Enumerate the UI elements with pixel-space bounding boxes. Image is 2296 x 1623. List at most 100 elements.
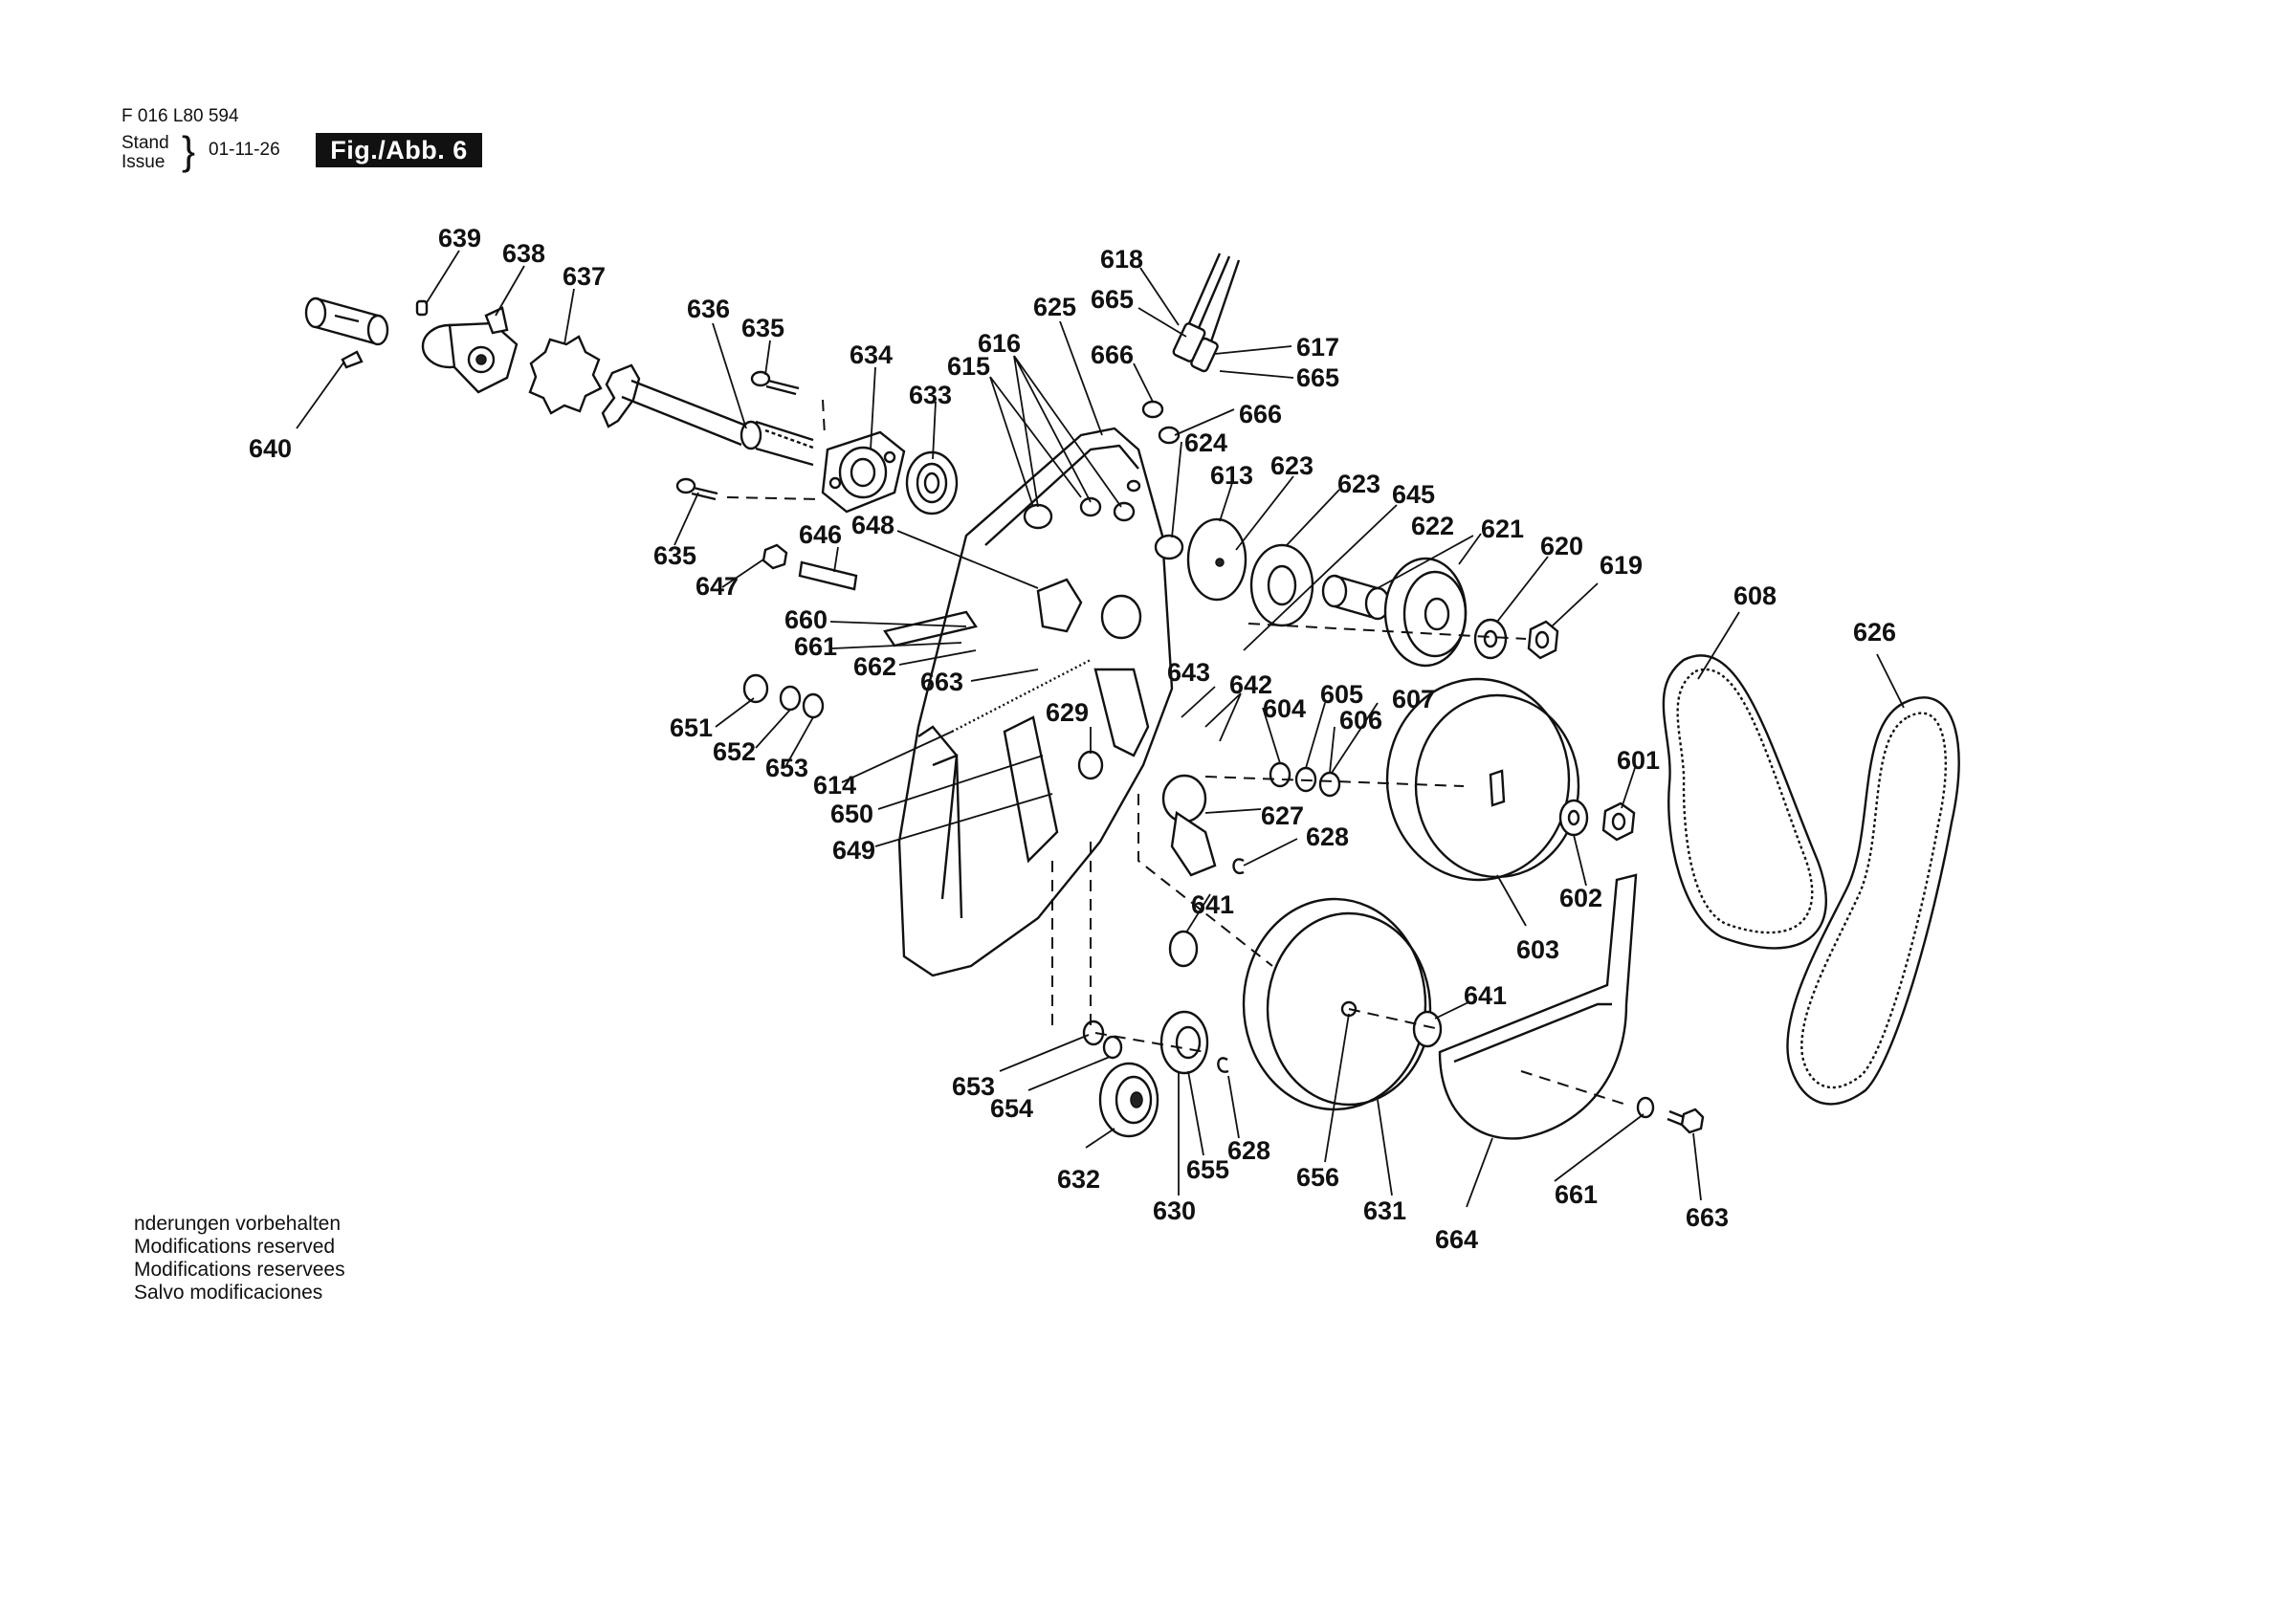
callout-606: 606 — [1339, 706, 1382, 735]
part-654 — [1102, 1035, 1123, 1060]
part-640 — [304, 296, 389, 369]
part-621 — [1383, 557, 1468, 668]
callout-623a: 623 — [1270, 451, 1314, 480]
callout-648: 648 — [851, 511, 894, 539]
callout-601: 601 — [1617, 746, 1660, 775]
callout-635a: 635 — [741, 314, 784, 342]
part-626 — [1786, 696, 1960, 1106]
callout-639: 639 — [438, 224, 481, 252]
callout-638: 638 — [502, 239, 545, 268]
callout-663a: 663 — [920, 668, 963, 696]
part-lever-643 — [1093, 668, 1150, 757]
part-603 — [1385, 677, 1580, 882]
callout-653a: 653 — [765, 754, 808, 782]
callout-647: 647 — [695, 572, 739, 601]
callout-641a: 641 — [1191, 890, 1234, 919]
part-651 — [742, 673, 769, 704]
note-french: Modifications reservees — [134, 1259, 345, 1281]
callout-641b: 641 — [1464, 981, 1507, 1010]
callout-651: 651 — [670, 713, 713, 742]
callout-664: 664 — [1435, 1225, 1478, 1254]
part-628-lower — [1217, 1057, 1229, 1073]
issue-date: 01-11-26 — [209, 140, 280, 160]
callout-661a: 661 — [794, 632, 837, 661]
part-664 — [1438, 873, 1638, 1140]
main-housing — [897, 427, 1174, 977]
callout-604: 604 — [1263, 694, 1306, 723]
part-602 — [1558, 799, 1589, 837]
callout-628b: 628 — [1227, 1136, 1270, 1165]
callout-618: 618 — [1100, 245, 1143, 274]
part-619 — [1527, 620, 1559, 660]
callout-619: 619 — [1600, 551, 1643, 580]
part-620 — [1473, 618, 1508, 660]
callout-636: 636 — [687, 295, 730, 323]
callout-625: 625 — [1033, 293, 1076, 321]
figure-label: Fig./Abb. 6 — [316, 133, 482, 167]
callout-645: 645 — [1392, 480, 1435, 509]
part-661-lower — [1636, 1096, 1655, 1119]
part-633 — [905, 450, 959, 515]
part-641-upper — [1168, 930, 1199, 968]
note-spanish: Salvo modificaciones — [134, 1282, 323, 1304]
part-641-lower — [1412, 1010, 1443, 1048]
callout-614: 614 — [813, 771, 856, 800]
part-632 — [1098, 1062, 1159, 1138]
part-639 — [415, 299, 429, 317]
callout-603: 603 — [1516, 935, 1559, 964]
callout-613: 613 — [1210, 461, 1253, 490]
callout-650: 650 — [830, 800, 873, 828]
callout-666b: 666 — [1239, 400, 1282, 428]
part-660 — [883, 610, 978, 647]
callout-649: 649 — [832, 836, 875, 865]
part-629 — [1077, 750, 1104, 780]
part-648 — [1036, 578, 1083, 633]
modification-notes: nderungen vorbehalten Modifications rese… — [134, 1213, 345, 1305]
part-628-upper — [1232, 858, 1245, 875]
part-634 — [821, 430, 906, 514]
part-630 — [1159, 1010, 1209, 1075]
callout-666a: 666 — [1091, 340, 1134, 369]
part-drawings — [304, 252, 1960, 1140]
callout-653b: 653 — [952, 1072, 995, 1101]
callout-637: 637 — [563, 262, 606, 291]
part-653-upper — [802, 692, 825, 719]
part-637 — [528, 335, 603, 415]
part-652 — [779, 685, 802, 712]
callout-643: 643 — [1167, 658, 1210, 687]
callout-615: 615 — [947, 352, 990, 381]
callout-628a: 628 — [1306, 822, 1349, 851]
callout-605: 605 — [1320, 680, 1363, 709]
callout-662: 662 — [853, 652, 896, 681]
callout-602: 602 — [1559, 884, 1602, 912]
callout-616: 616 — [978, 329, 1021, 358]
stand-label: Stand — [121, 133, 169, 153]
part-663-lower — [1667, 1108, 1705, 1134]
part-653-lower — [1082, 1020, 1105, 1046]
part-624 — [1154, 534, 1184, 560]
part-645 — [1100, 594, 1142, 640]
callouts: 639 638 637 636 635 634 640 633 616 615 … — [249, 224, 1896, 1254]
issue-label: Issue — [121, 152, 166, 172]
callout-608: 608 — [1733, 581, 1777, 610]
callout-632: 632 — [1057, 1165, 1100, 1194]
callout-656: 656 — [1296, 1163, 1339, 1192]
callout-620: 620 — [1540, 532, 1583, 560]
part-623 — [1249, 543, 1314, 627]
callout-642: 642 — [1229, 670, 1272, 699]
callout-633: 633 — [909, 381, 952, 409]
note-english: Modifications reserved — [134, 1236, 336, 1258]
part-627-arm — [1170, 810, 1217, 877]
callout-665a: 665 — [1091, 285, 1134, 314]
leader-lines — [296, 250, 1905, 1208]
part-635-screw-lower — [675, 477, 718, 501]
part-647 — [762, 543, 788, 570]
brace-glyph: } — [182, 128, 196, 173]
callout-661b: 661 — [1555, 1180, 1598, 1209]
part-604 — [1269, 761, 1292, 788]
assembly-lines — [726, 399, 1627, 1106]
part-606 — [1318, 771, 1341, 798]
part-627 — [1161, 774, 1207, 823]
callout-635b: 635 — [653, 541, 696, 570]
